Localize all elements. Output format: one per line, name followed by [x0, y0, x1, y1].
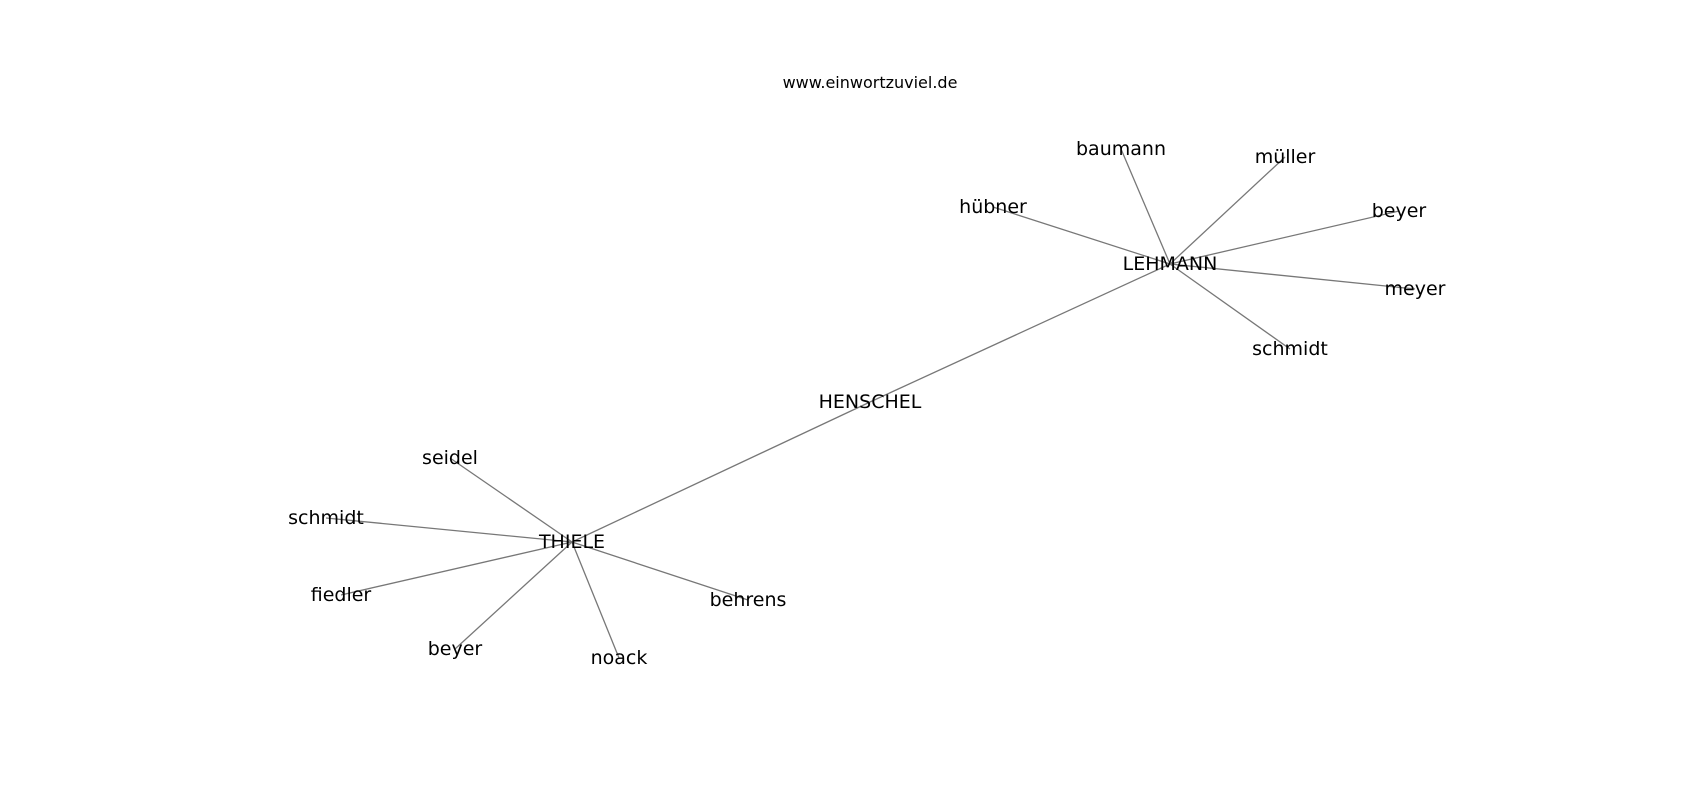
edges-layer	[325, 148, 1416, 659]
node-baumann: baumann	[1076, 138, 1166, 160]
edge-thiele-schmidt-t	[325, 517, 573, 543]
node-lehmann: LEHMANN	[1123, 253, 1218, 275]
node-schmidt-l: schmidt	[1252, 338, 1328, 360]
node-schmidt-t: schmidt	[288, 507, 364, 529]
node-huebner: hübner	[959, 196, 1027, 218]
node-seidel: seidel	[422, 447, 478, 469]
edge-lehmann-schmidt-l	[1169, 263, 1291, 350]
edge-lehmann-beyer-l	[1169, 210, 1400, 265]
edge-thiele-seidel	[449, 457, 573, 543]
edge-lehmann-mueller	[1169, 156, 1286, 265]
node-fiedler: fiedler	[311, 584, 372, 606]
node-henschel: HENSCHEL	[819, 391, 922, 413]
node-noack: noack	[591, 647, 648, 669]
node-thiele: THIELE	[538, 531, 605, 553]
edge-lehmann-baumann	[1120, 148, 1171, 265]
edge-thiele-beyer-t	[454, 541, 573, 650]
node-behrens: behrens	[710, 589, 787, 611]
edge-thiele-behrens	[571, 541, 749, 601]
edge-henschel-lehmann	[869, 263, 1171, 403]
node-beyer-t: beyer	[428, 638, 483, 660]
edge-lehmann-meyer	[1169, 263, 1416, 290]
edge-lehmann-huebner	[992, 206, 1171, 265]
node-beyer-l: beyer	[1372, 200, 1427, 222]
edge-thiele-noack	[571, 541, 620, 659]
edge-henschel-thiele	[571, 401, 871, 543]
edge-thiele-fiedler	[340, 541, 573, 596]
nodes-layer: HENSCHEL LEHMANN THIELE baumann müller hübner…	[288, 138, 1445, 669]
node-meyer: meyer	[1385, 278, 1446, 300]
node-mueller: müller	[1255, 146, 1316, 168]
watermark-url: www.einwortzuviel.de	[783, 73, 958, 92]
